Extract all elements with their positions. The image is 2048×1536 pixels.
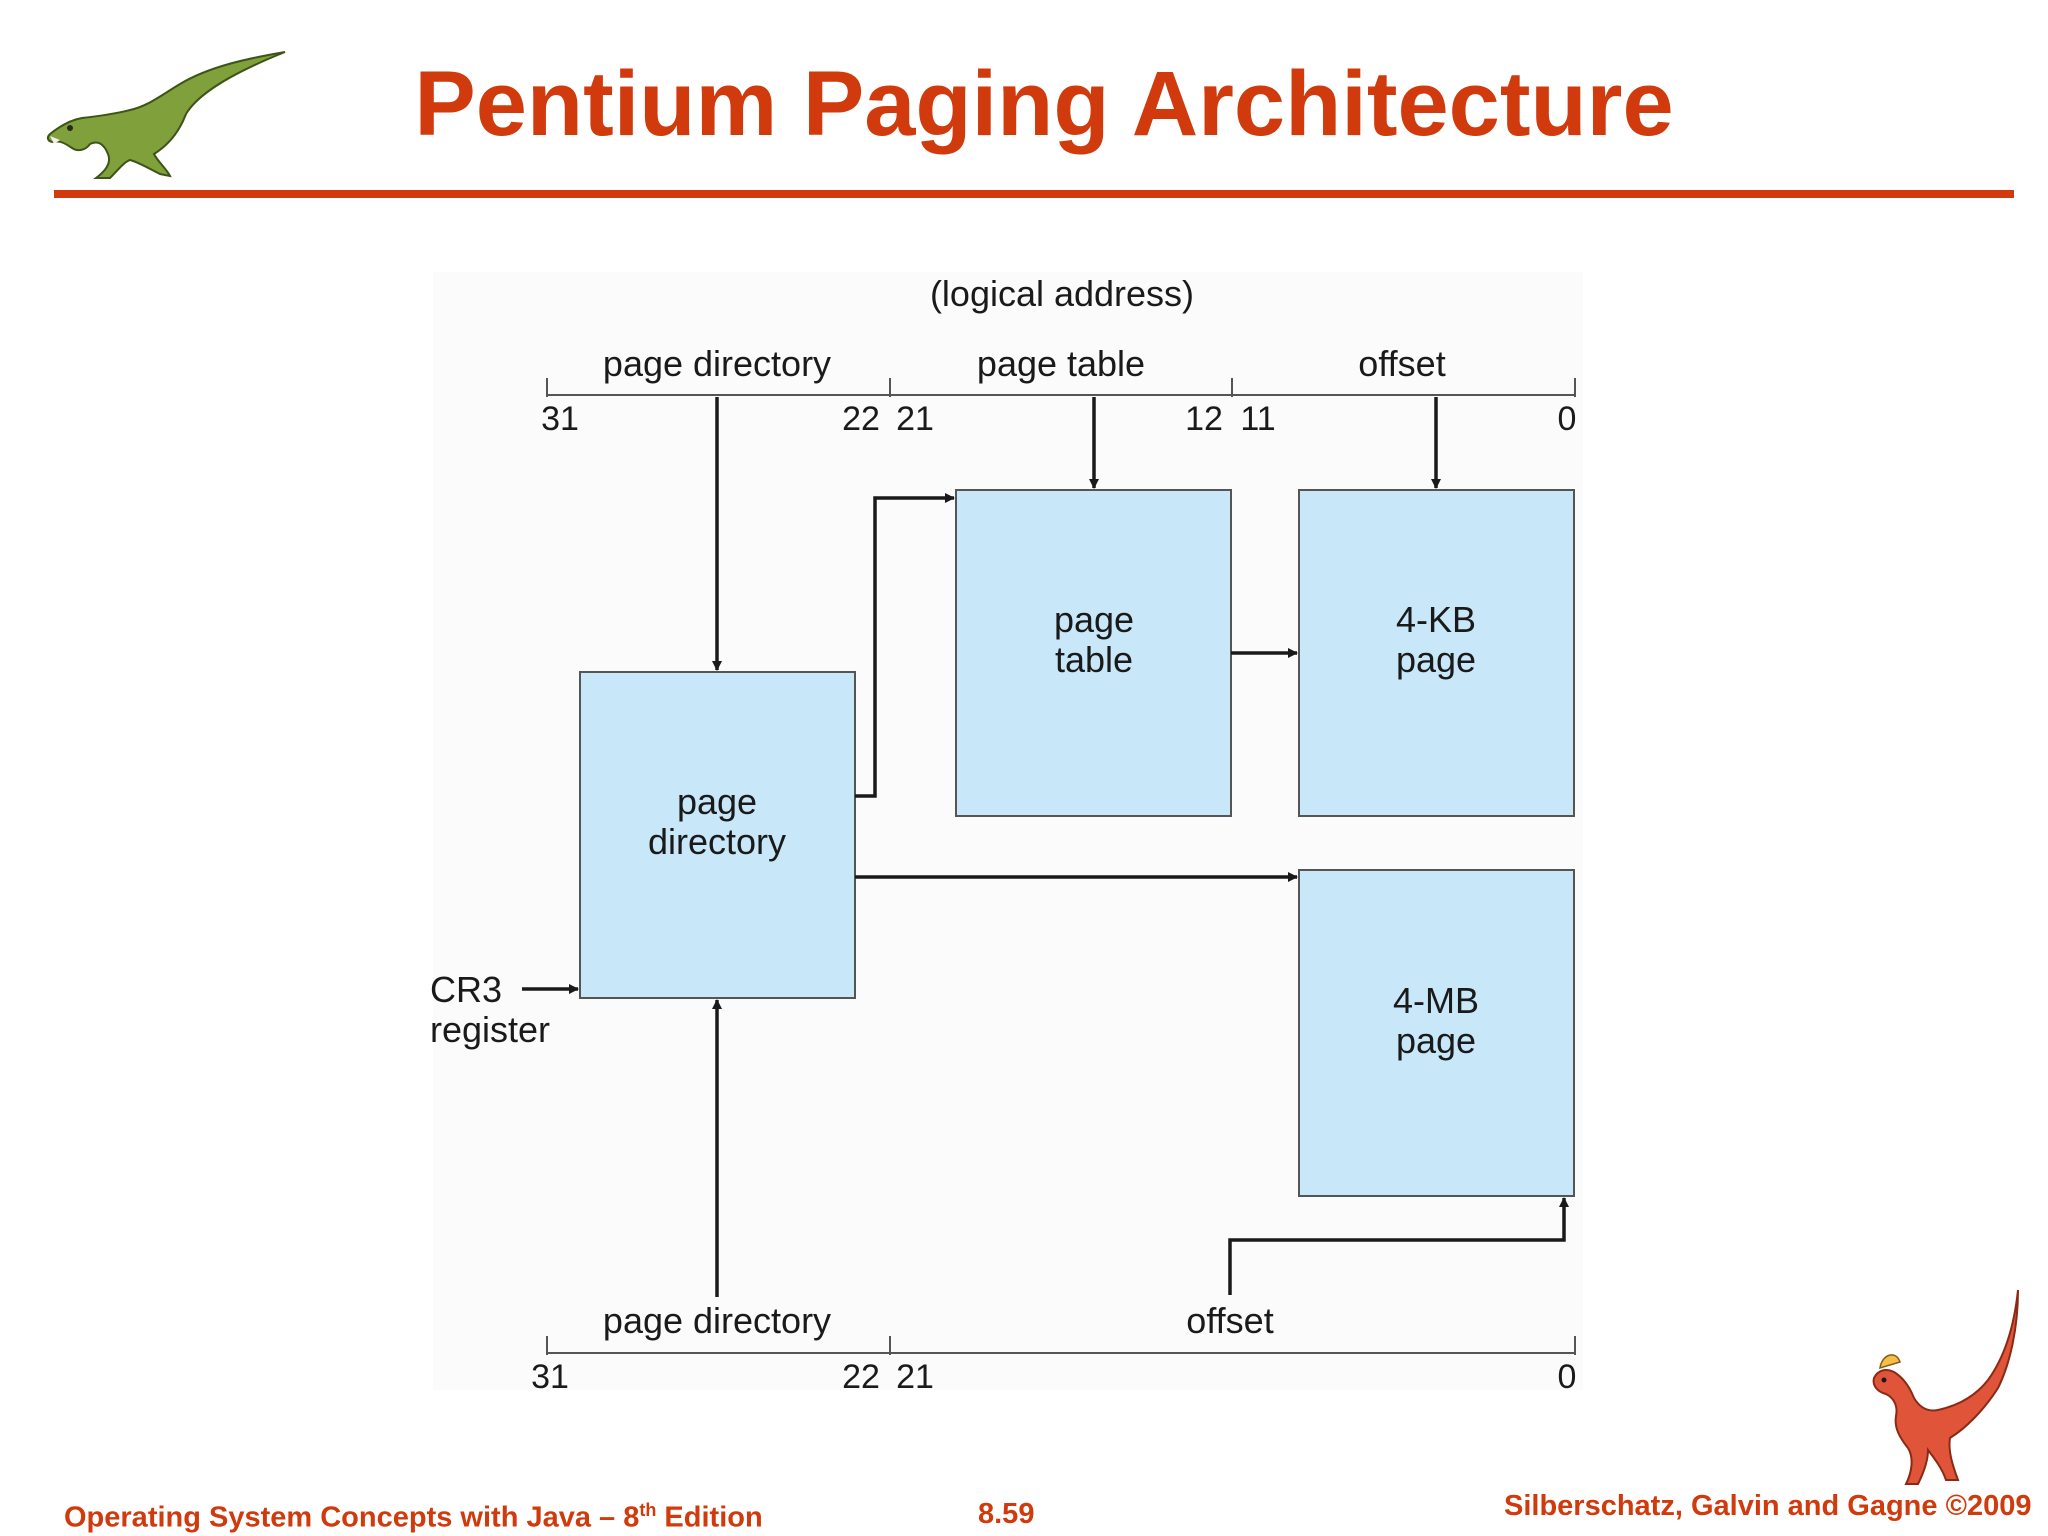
page-directory-box-label-line2: directory	[648, 821, 786, 862]
footer-left-prefix: Operating System Concepts with Java – 8	[64, 1501, 640, 1534]
page-table-box-label-line2: table	[1055, 639, 1133, 680]
top-bit-21: 21	[896, 400, 934, 438]
footer-left: Operating System Concepts with Java – 8t…	[64, 1500, 763, 1535]
bottom-bit-22: 22	[842, 1358, 880, 1396]
bottom-bit-0: 0	[1558, 1358, 1577, 1396]
cr3-register-label-line2: register	[430, 1009, 550, 1050]
top-address-bar	[546, 378, 1576, 397]
top-bit-11: 11	[1240, 400, 1275, 438]
top-field-offset: offset	[1358, 343, 1445, 384]
arrow-pd-to-pt	[855, 493, 955, 798]
top-field-page-table: page table	[977, 343, 1145, 384]
slide-title: Pentium Paging Architecture	[414, 53, 1674, 155]
mb-page-box	[1298, 869, 1575, 1197]
arrow-bottom-offset-to-mb-page	[1228, 1197, 1569, 1295]
bottom-field-page-directory: page directory	[603, 1300, 831, 1341]
dinosaur-logo-bottom-icon	[1872, 1289, 2019, 1485]
top-bit-12: 12	[1185, 400, 1223, 438]
kb-page-box-label-line2: page	[1396, 639, 1476, 680]
page-directory-box	[579, 671, 856, 999]
footer-left-sup: th	[639, 1500, 657, 1520]
page-table-box	[955, 489, 1232, 817]
title-divider	[54, 190, 2014, 198]
page-table-box-label-line1: page	[1054, 599, 1134, 640]
bottom-address-bar	[546, 1336, 1576, 1355]
footer-left-suffix: Edition	[656, 1501, 763, 1534]
top-bit-22: 22	[842, 400, 880, 438]
mb-page-box-label-line1: 4-MB	[1393, 980, 1479, 1021]
kb-page-box	[1298, 489, 1575, 817]
mb-page-box-label-line2: page	[1396, 1020, 1476, 1061]
top-bit-0: 0	[1558, 400, 1577, 438]
dinosaur-logo-icon	[46, 51, 286, 179]
top-bit-31: 31	[541, 400, 579, 438]
top-field-page-directory: page directory	[603, 343, 831, 384]
bottom-bit-31: 31	[531, 1358, 569, 1396]
bottom-bit-21: 21	[896, 1358, 934, 1396]
footer-page-number: 8.59	[978, 1498, 1035, 1530]
logical-address-label: (logical address)	[930, 273, 1194, 314]
page-directory-box-label-line1: page	[677, 781, 757, 822]
cr3-register-label-line1: CR3	[430, 969, 502, 1010]
bottom-field-offset: offset	[1186, 1300, 1273, 1341]
footer-right: Silberschatz, Galvin and Gagne ©2009	[1504, 1490, 2032, 1522]
kb-page-box-label-line1: 4-KB	[1396, 599, 1476, 640]
